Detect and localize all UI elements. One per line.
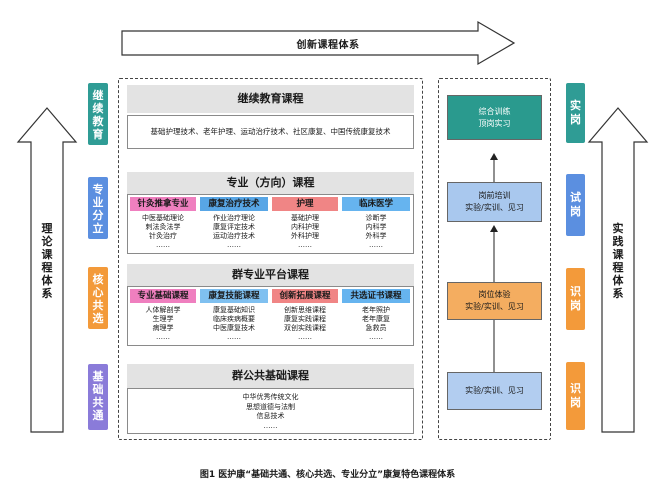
right-label-know-job-1: 识岗 [566, 268, 585, 330]
platform-col-skills: 康复基础知识 临床疾病概要 中医康复技术 …… [200, 306, 268, 342]
side-label-major: 专业分立 [88, 177, 108, 239]
list-item: 信息技术 [256, 412, 285, 420]
list-item: 康复评定技术 [213, 223, 255, 231]
platform-col-basic: 人体解剖学 生理学 病理学 …… [130, 306, 196, 342]
top-arrow-label: 创新课程体系 [296, 40, 360, 51]
right-label-text: 试岗 [570, 191, 581, 218]
list-item: 创新思维课程 [284, 306, 326, 314]
public-panel: 中华优秀传统文化 思想道德与法制 信息技术 …… [127, 388, 414, 434]
side-label-continuing: 继续教育 [88, 83, 108, 145]
step-line: 实验/实训、见习 [465, 203, 524, 212]
major-head-acupuncture: 针灸推拿专业 [130, 197, 196, 211]
list-item: 内科学 [365, 223, 387, 231]
list-item: 中医基础理论 [142, 214, 184, 222]
list-item: 刺法灸法学 [145, 223, 181, 231]
list-item: …… [298, 241, 312, 249]
step-line: 岗位体验 [478, 290, 511, 299]
right-label-trial-job: 试岗 [566, 174, 585, 236]
list-item: 针灸治疗 [149, 232, 177, 240]
left-arrow-label: 理论课程体系 [41, 222, 53, 300]
list-item: 外科学 [365, 232, 387, 240]
practice-course-frame [438, 78, 551, 440]
list-item: 外科护理 [291, 232, 319, 240]
platform-head-skills: 康复技能课程 [200, 289, 268, 303]
platform-head-innovation: 创新拓展课程 [272, 289, 338, 303]
list-item: 中华优秀传统文化 [242, 393, 299, 401]
side-label-basic: 基础共通 [88, 364, 108, 430]
list-item: …… [369, 333, 383, 341]
continuing-title: 继续教育课程 [127, 85, 414, 113]
platform-head-certificate: 共选证书课程 [342, 289, 410, 303]
major-title: 专业（方向）课程 [127, 172, 414, 194]
list-item: 康复基础知识 [213, 306, 255, 314]
top-arrow-shape [121, 20, 516, 66]
list-item: …… [156, 333, 170, 341]
continuing-panel: 基础护理技术、老年护理、运动治疗技术、社区康复、中国传统康复技术 [127, 115, 414, 149]
step-line: 综合训练 [478, 106, 511, 116]
list-item: …… [227, 241, 241, 249]
major-col-acupuncture: 中医基础理论 刺法灸法学 针灸治疗 …… [130, 214, 196, 250]
continuing-content: 基础护理技术、老年护理、运动治疗技术、社区康复、中国传统康复技术 [150, 127, 391, 136]
list-item: 人体解剖学 [145, 306, 181, 314]
platform-col-certificate: 老年照护 老年康复 急救员 …… [342, 306, 410, 342]
right-arrow-shape [587, 107, 649, 433]
right-label-real-job: 实岗 [566, 83, 585, 143]
list-item: …… [156, 241, 170, 249]
list-item: 内科护理 [291, 223, 319, 231]
major-head-rehab-tech: 康复治疗技术 [200, 197, 268, 211]
list-item: 思想道德与法制 [246, 402, 295, 411]
platform-title: 群专业平台课程 [127, 264, 414, 286]
major-head-clinical: 临床医学 [342, 197, 410, 211]
major-col-clinical: 诊断学 内科学 外科学 …… [342, 214, 410, 250]
list-item: …… [369, 241, 383, 249]
list-item: 老年康复 [362, 315, 390, 323]
step-line: 顶岗实习 [478, 118, 511, 128]
list-item: 生理学 [152, 315, 174, 323]
major-head-nursing: 护理 [272, 197, 338, 211]
list-item: 老年照护 [362, 306, 390, 314]
public-list: 中华优秀传统文化 思想道德与法制 信息技术 …… [128, 389, 413, 431]
list-item: …… [263, 421, 278, 430]
list-item: 基础护理 [291, 214, 319, 222]
practice-step-comprehensive: 综合训练 顶岗实习 [447, 95, 542, 140]
step-line: 实验/实训、见习 [465, 386, 524, 395]
platform-head-basic: 专业基础课程 [130, 289, 196, 303]
major-col-rehab-tech: 作业治疗理论 康复评定技术 运动治疗技术 …… [200, 214, 268, 250]
right-label-text: 识岗 [570, 382, 581, 409]
step-line: 岗前培训 [478, 191, 511, 200]
list-item: …… [298, 333, 312, 341]
list-item: 作业治疗理论 [213, 214, 255, 222]
right-label-text: 识岗 [570, 285, 581, 312]
side-label-core: 核心共选 [88, 267, 108, 329]
list-item: 急救员 [365, 324, 387, 332]
major-col-nursing: 基础护理 内科护理 外科护理 …… [272, 214, 338, 250]
list-item: 中医康复技术 [213, 324, 255, 332]
public-title: 群公共基础课程 [127, 364, 414, 388]
list-item: 诊断学 [365, 214, 387, 222]
list-item: 运动治疗技术 [213, 232, 255, 240]
right-arrow-label: 实践课程体系 [612, 222, 624, 300]
list-item: 临床疾病概要 [213, 315, 255, 323]
theory-course-frame [118, 78, 423, 440]
practice-step-pre-job: 岗前培训 实验/实训、见习 [447, 182, 542, 222]
list-item: 双创实践课程 [284, 324, 326, 332]
list-item: …… [227, 333, 241, 341]
list-item: 康复实践课程 [284, 315, 326, 323]
list-item: 病理学 [152, 324, 174, 332]
figure-caption: 图1 医护康“基础共通、核心共选、专业分立”康复特色课程体系 [199, 470, 456, 480]
step-line: 实验/实训、见习 [465, 302, 524, 311]
practice-step-lab: 实验/实训、见习 [447, 372, 542, 410]
platform-col-innovation: 创新思维课程 康复实践课程 双创实践课程 …… [272, 306, 338, 342]
practice-step-experience: 岗位体验 实验/实训、见习 [447, 282, 542, 320]
right-label-text: 实岗 [570, 99, 581, 126]
right-label-know-job-2: 识岗 [566, 362, 585, 430]
left-arrow-shape [16, 107, 78, 433]
